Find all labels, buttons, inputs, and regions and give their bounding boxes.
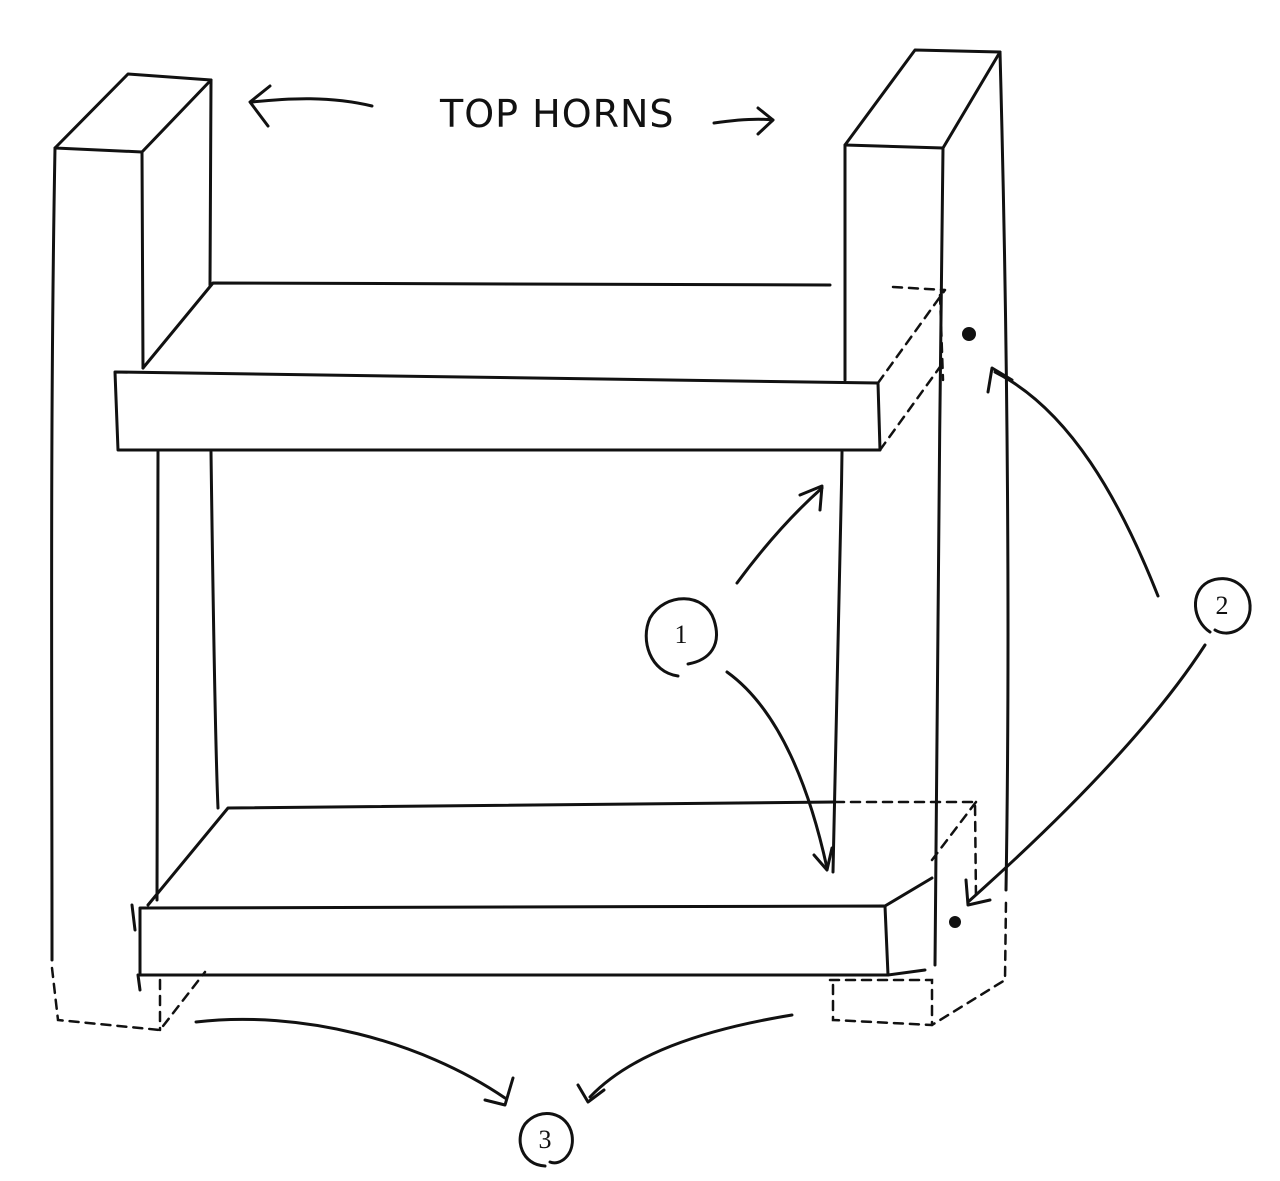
callout-1-number: 1 [675, 620, 688, 649]
right-arrowhead-icon [756, 106, 775, 136]
callout-3-arrow-left [194, 1017, 507, 1100]
callout-2-arrowhead-upper-icon [986, 366, 1014, 394]
top-rail [113, 281, 947, 452]
peg-hole-lower [949, 916, 961, 928]
right-post [831, 48, 1010, 967]
callout-2-arrow-upper [993, 370, 1160, 598]
bottom-horns-dashed [50, 898, 1008, 1032]
right-arrow-icon [712, 117, 775, 125]
callout-3: 3 [194, 1013, 794, 1168]
callout-1-arrowhead-upper-icon [798, 484, 824, 512]
callout-3-arrowhead-left-icon [483, 1076, 515, 1107]
peg-hole-upper [962, 327, 976, 341]
callout-1: 1 [644, 484, 834, 872]
callout-1-arrowhead-lower-icon [812, 846, 834, 872]
left-arrow-icon [250, 97, 374, 108]
callout-3-number: 3 [539, 1125, 552, 1154]
callout-2-number: 2 [1216, 591, 1229, 620]
top-horns-label: TOP HORNS [439, 92, 675, 136]
callout-2: 2 [964, 366, 1252, 907]
bottom-rail [130, 800, 978, 992]
callout-1-arrow-lower [725, 670, 829, 870]
callout-3-arrowhead-right-icon [576, 1083, 606, 1104]
callout-1-arrow-upper [735, 486, 824, 585]
left-post [50, 72, 220, 962]
callout-2-arrowhead-lower-icon [964, 878, 992, 907]
left-arrowhead-icon [248, 84, 272, 128]
callout-3-arrow-right [588, 1013, 794, 1099]
callout-1-circle [644, 597, 718, 678]
callout-2-circle [1194, 577, 1252, 635]
callout-3-circle [518, 1112, 574, 1168]
top-horns-annotation: TOP HORNS [248, 84, 775, 136]
callout-2-arrow-lower [966, 643, 1207, 904]
